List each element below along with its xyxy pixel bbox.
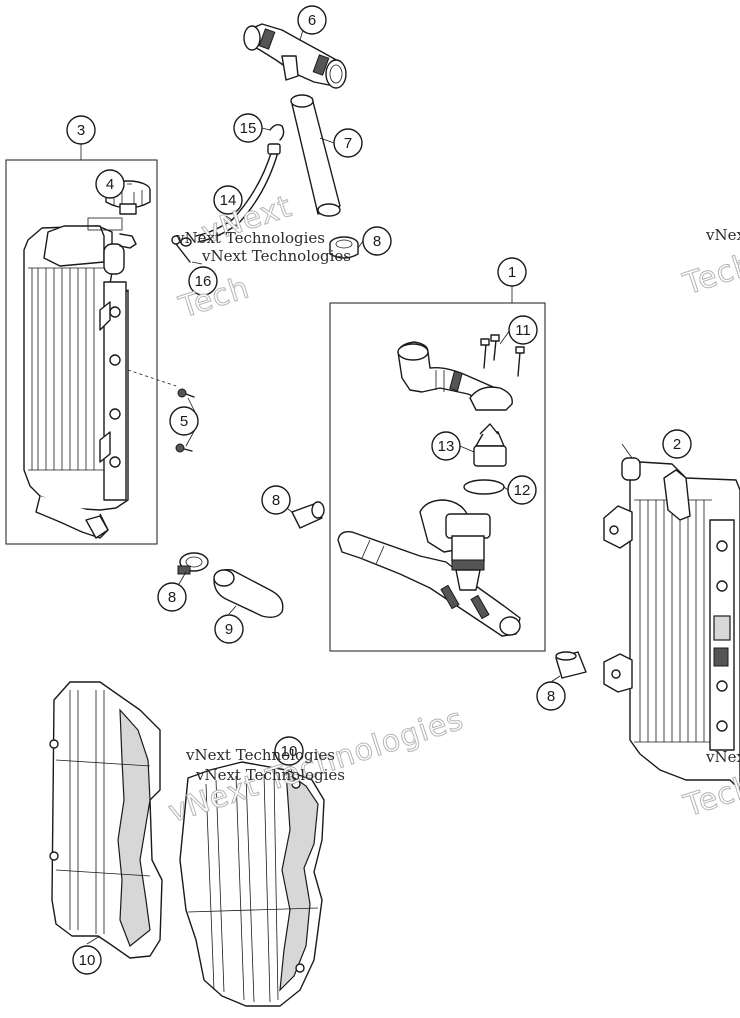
- callout-3: 3: [66, 115, 96, 145]
- watermark-text: vNext Technologies: [175, 229, 325, 247]
- callout-label: 11: [515, 322, 531, 339]
- watermark-text: vNex: [705, 226, 740, 244]
- group-box-1: [329, 302, 546, 652]
- callout-14: 14: [213, 185, 243, 215]
- callout-10-left: 10: [72, 945, 102, 975]
- lower-hose-assembly: [337, 499, 521, 637]
- clamp-part-8-top: [329, 236, 359, 259]
- callout-7: 7: [333, 128, 363, 158]
- sleeve-part-8-right: [555, 651, 587, 679]
- watermark-text: vNext Technologies: [705, 748, 740, 766]
- callout-label: 9: [225, 621, 233, 638]
- connector-hose-part-6: [243, 23, 347, 89]
- hose-part-7: [290, 94, 341, 217]
- radiator-guard-right: [179, 761, 325, 1007]
- callout-label: 16: [195, 273, 212, 290]
- callout-13: 13: [431, 431, 461, 461]
- clip-part-15: [269, 123, 285, 141]
- sleeve-part-8-middle: [291, 501, 325, 529]
- radiator-guard-left: [49, 681, 163, 959]
- right-radiator: [603, 457, 740, 791]
- callout-5: 5: [169, 406, 199, 436]
- callout-label: 14: [220, 192, 237, 209]
- callout-label: 7: [344, 135, 352, 152]
- callout-label: 10: [281, 743, 298, 760]
- bolts-part-11: [480, 334, 525, 377]
- clamp-part-8-lower: [177, 552, 209, 575]
- hose-part-9: [213, 569, 284, 619]
- callout-8-lower: 8: [157, 582, 187, 612]
- callout-8-middle: 8: [261, 485, 291, 515]
- callout-4: 4: [95, 169, 125, 199]
- callout-8-right: 8: [536, 681, 566, 711]
- callout-label: 8: [373, 233, 381, 250]
- callout-6: 6: [297, 5, 327, 35]
- callout-label: 12: [514, 482, 531, 499]
- watermark-text: vNext Technologies: [185, 746, 335, 764]
- callout-label: 10: [79, 952, 96, 969]
- callout-1: 1: [497, 257, 527, 287]
- callout-label: 3: [77, 122, 85, 139]
- callout-label: 8: [547, 688, 555, 705]
- callout-label: 2: [673, 436, 681, 453]
- callout-11: 11: [508, 315, 538, 345]
- watermark-text: vNext Technologies: [195, 766, 345, 784]
- thermostat-part-13: [473, 423, 507, 467]
- screws-part-5: [175, 388, 195, 453]
- callout-label: 4: [106, 176, 114, 193]
- callout-16: 16: [188, 266, 218, 296]
- callout-label: 5: [180, 413, 188, 430]
- callout-9: 9: [214, 614, 244, 644]
- callout-8-top: 8: [362, 226, 392, 256]
- leader-lines: [86, 29, 633, 945]
- callout-label: 8: [272, 492, 280, 509]
- callout-label: 15: [240, 120, 257, 137]
- callout-12: 12: [507, 475, 537, 505]
- watermark-text: vNext Technologies: [201, 247, 351, 265]
- callout-label: 1: [508, 264, 516, 281]
- o-ring-part-12: [463, 479, 505, 495]
- watermark-text: Tech: [679, 247, 740, 303]
- callout-label: 13: [438, 438, 455, 455]
- callout-label: 6: [308, 12, 316, 29]
- callout-15: 15: [233, 113, 263, 143]
- upper-hose-assembly: [397, 341, 513, 411]
- callout-label: 8: [168, 589, 176, 606]
- callout-10-right: 10: [274, 736, 304, 766]
- callout-2: 2: [662, 429, 692, 459]
- left-radiator: [23, 217, 177, 539]
- group-box-3: [5, 159, 158, 545]
- small-hose-part-14: [195, 143, 281, 243]
- clamp-part-16: [171, 235, 192, 263]
